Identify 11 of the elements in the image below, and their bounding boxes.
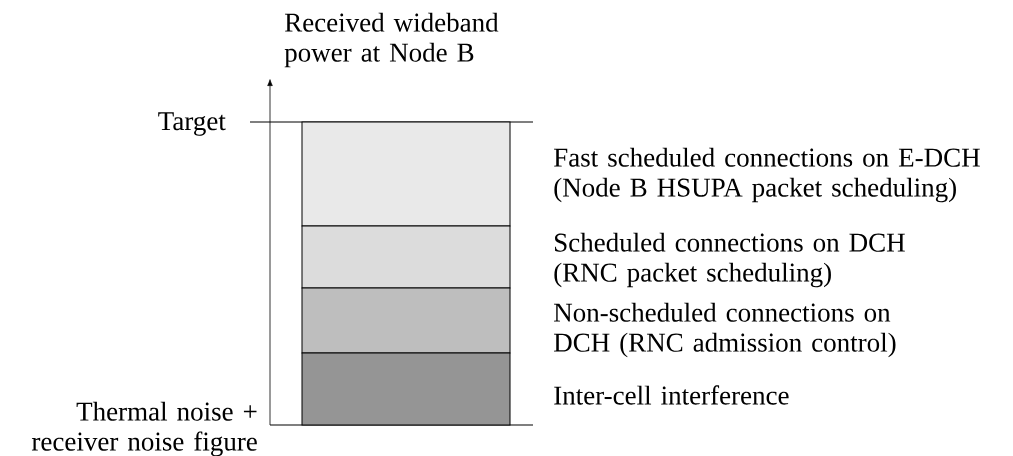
band <box>301 225 511 289</box>
axis-label: Received wideband power at Node B <box>284 12 499 68</box>
band-caption: Inter-cell interference <box>554 385 789 405</box>
band <box>301 287 511 354</box>
level-label: Thermal noise + receiver noise figure <box>31 401 257 456</box>
band <box>301 352 511 426</box>
band-caption: Scheduled connections on DCH (RNC packet scheduling) <box>554 232 905 288</box>
level-label: Target <box>158 112 226 136</box>
band-caption: Non-scheduled connections on DCH (RNC admission control) <box>554 302 896 358</box>
band-caption: Fast scheduled connections on E-DCH (Node B HSUPA packet scheduling) <box>554 147 980 203</box>
band <box>301 121 511 227</box>
